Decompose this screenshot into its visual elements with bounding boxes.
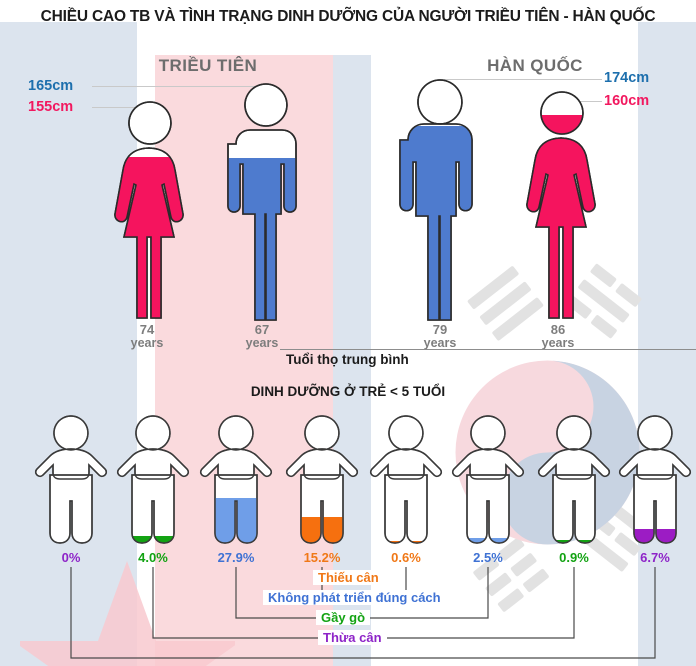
figure-north-male: [222, 82, 310, 322]
height-label-north-male: 165cm: [28, 78, 74, 94]
child-figure-north-stunting: [196, 413, 276, 552]
legend-label-underweight: Thiếu cân: [313, 570, 384, 585]
life-unit: years: [541, 335, 575, 350]
country-heading-north: TRIỀU TIÊN: [158, 56, 258, 75]
life-expectancy-south-female: 86 years: [523, 322, 593, 350]
background-panel-blue-column: [333, 55, 371, 666]
life-expectancy-divider: [280, 349, 696, 350]
country-heading-south: HÀN QUỐC: [487, 56, 583, 75]
life-value: 86: [550, 322, 566, 337]
life-unit: years: [423, 335, 457, 350]
percent-north-wasting: 4.0%: [138, 550, 168, 565]
life-expectancy-caption: Tuổi thọ trung bình: [286, 352, 409, 367]
figure-south-female: [516, 90, 608, 322]
child-figure-south-stunting: [448, 413, 528, 552]
legend-label-stunting: Không phát triển đúng cách: [263, 590, 446, 605]
figure-south-male: [396, 78, 484, 322]
height-label-north-female: 155cm: [28, 99, 74, 115]
child-figure-south-underweight: [366, 413, 446, 552]
percent-south-underweight: 0.6%: [391, 550, 421, 565]
percent-north-underweight: 15.2%: [303, 550, 341, 565]
life-value: 67: [254, 322, 270, 337]
life-value: 74: [139, 322, 155, 337]
page-title: CHIỀU CAO TB VÀ TÌNH TRẠNG DINH DƯỠNG CỦ…: [40, 8, 656, 25]
child-figure-south-overweight: [615, 413, 695, 552]
figure-north-female: [104, 100, 196, 322]
life-expectancy-north-female: 74 years: [112, 322, 182, 350]
leader-line-north-male: [92, 86, 272, 87]
child-figure-north-wasting: [113, 413, 193, 552]
child-figure-south-wasting: [534, 413, 614, 552]
child-figure-north-underweight: [282, 413, 362, 552]
nutrition-section-heading: DINH DƯỠNG Ở TRẺ < 5 TUỔI: [250, 384, 446, 399]
percent-south-overweight: 6.7%: [640, 550, 670, 565]
height-label-south-female: 160cm: [604, 93, 650, 109]
life-unit: years: [245, 335, 279, 350]
legend-label-overweight: Thừa cân: [318, 630, 387, 645]
percent-south-wasting: 0.9%: [559, 550, 589, 565]
height-label-south-male: 174cm: [604, 70, 650, 86]
percent-north-overweight: 0%: [61, 550, 81, 565]
background-panel-blue-right-top: [638, 55, 696, 358]
life-expectancy-north-male: 67 years: [227, 322, 297, 350]
percent-south-stunting: 2.5%: [473, 550, 503, 565]
percent-north-stunting: 27.9%: [217, 550, 255, 565]
leader-line-north-female: [92, 107, 157, 108]
child-figure-north-overweight: [31, 413, 111, 552]
life-expectancy-south-male: 79 years: [405, 322, 475, 350]
legend-label-wasting: Gầy gò: [316, 610, 371, 625]
life-unit: years: [130, 335, 164, 350]
life-value: 79: [432, 322, 448, 337]
leader-line-south-male: [438, 79, 602, 80]
background-panel-left: [0, 22, 137, 666]
